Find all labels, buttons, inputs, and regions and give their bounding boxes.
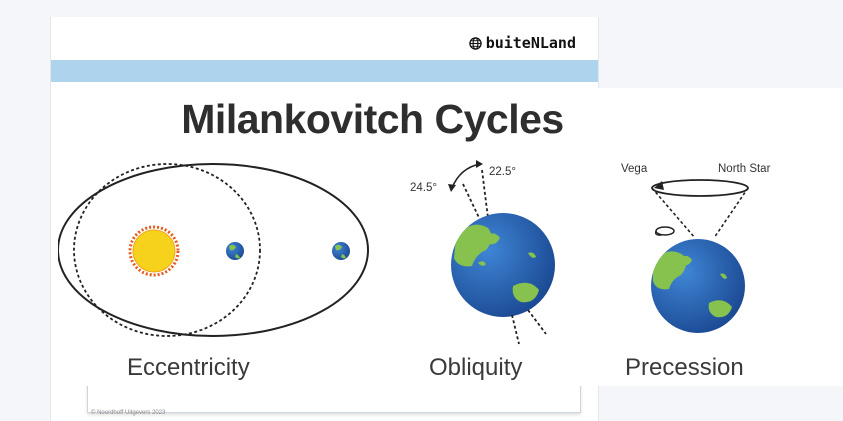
diagram-illustration [58,160,749,345]
eccentric-orbit [58,163,369,337]
copyright-text: © Noordhoff Uitgevers 2023 [91,410,166,416]
earth-icon-far [332,242,350,260]
obliquity-angle-label-a: 24.5° [410,182,437,194]
header-band [51,60,598,82]
vega-label: Vega [621,163,648,175]
earth-globe-tilted [451,213,555,317]
sun-icon [128,225,180,277]
obliquity-caption: Obliquity [429,354,523,381]
slide-frame [87,382,581,413]
precession-diagram [651,179,749,333]
north-star-label: North Star [718,163,771,175]
brand-logo[interactable]: buiteNLand [468,34,576,52]
obliquity-diagram [448,160,555,345]
earth-icon-near [226,242,244,260]
eccentricity-diagram [58,163,369,337]
slide-title: Milankovitch Cycles [181,96,564,142]
milankovitch-slide: Milankovitch Cycles 24.5° 22.5° Vega Nor… [58,88,843,386]
eccentricity-caption: Eccentricity [127,354,250,381]
brand-name: buiteNLand [485,34,576,52]
earth-globe-precessing [651,239,745,333]
precession-caption: Precession [625,354,744,381]
circular-orbit [73,163,261,337]
obliquity-angle-label-b: 22.5° [489,166,516,178]
globe-icon [468,36,482,50]
